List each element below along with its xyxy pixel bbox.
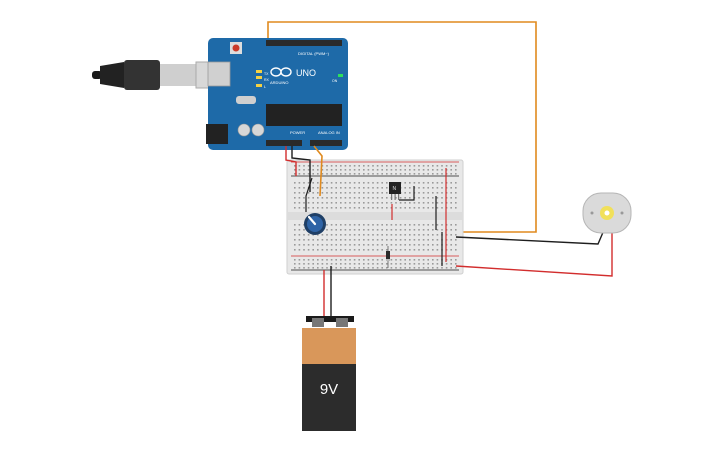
black-wire-emitter[interactable]: [399, 186, 415, 201]
transistor-label: N: [393, 186, 397, 192]
power-label: POWER: [290, 130, 305, 135]
battery-label: 9V: [320, 381, 338, 398]
red-wire-5v[interactable]: [285, 146, 297, 176]
on-label: ON: [332, 79, 338, 83]
tx-label: TX: [264, 72, 269, 76]
board-brand-label: ARDUINO: [270, 80, 288, 85]
orange-wire-analog[interactable]: [313, 145, 323, 197]
npn-transistor-icon[interactable]: N: [389, 182, 401, 200]
dc-motor-icon[interactable]: [582, 192, 632, 234]
power-jack[interactable]: [206, 124, 228, 144]
black-wire-gnd[interactable]: [291, 146, 311, 192]
power-header[interactable]: [266, 140, 302, 146]
red-wire-motor[interactable]: [455, 230, 613, 277]
9v-battery-icon[interactable]: 9V: [302, 316, 356, 431]
digital-header[interactable]: [266, 40, 342, 46]
analog-header[interactable]: [310, 140, 342, 146]
arduino-logo-icon: [270, 67, 292, 77]
black-wire-motor[interactable]: [455, 229, 605, 245]
rx-label: RX: [264, 78, 270, 82]
black-wire-pot[interactable]: [305, 177, 313, 212]
l-label: L: [264, 85, 266, 89]
analog-label: ANALOG IN: [318, 130, 340, 135]
potentiometer-icon[interactable]: [304, 213, 326, 235]
breadboard[interactable]: [286, 159, 464, 275]
digital-label: DIGITAL (PWM~): [298, 51, 330, 56]
arduino-uno-board[interactable]: UNO ARDUINO DIGITAL (PWM~) TX RX L ON PO…: [206, 38, 348, 150]
board-model-label: UNO: [296, 68, 316, 78]
diode-icon[interactable]: [386, 246, 390, 268]
atmega-chip: [266, 104, 342, 126]
